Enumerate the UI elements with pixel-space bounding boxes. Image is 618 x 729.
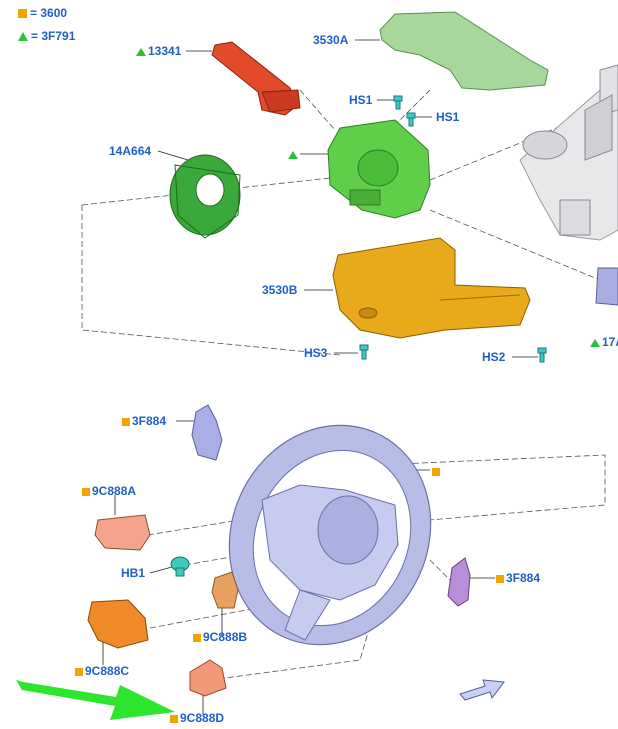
callout-text: HB1: [121, 566, 146, 580]
callout-3530A[interactable]: 3530A: [313, 33, 348, 47]
square-marker-icon: [496, 574, 504, 583]
legend-triangle-label: = 3F791: [31, 29, 76, 43]
callout-text: 14A664: [109, 144, 152, 158]
screw-HS3[interactable]: [359, 344, 369, 360]
leader-lines: [102, 39, 538, 715]
square-marker-icon: [432, 467, 440, 476]
legend-square-label: = 3600: [30, 6, 68, 20]
module-17A[interactable]: [595, 267, 618, 306]
legend-square-row: = 3600: [18, 6, 67, 20]
switch-9C888D[interactable]: [189, 659, 227, 697]
callout-3530B[interactable]: 3530B: [262, 283, 297, 297]
callout-triangle-marker[interactable]: [288, 147, 300, 161]
callout-text: HS2: [482, 350, 506, 364]
callout-text: 17A: [602, 335, 618, 349]
callout-text: 3F884: [506, 571, 541, 585]
callout-wheel-marker[interactable]: [432, 464, 442, 478]
multifunction-switch-13341[interactable]: [211, 41, 301, 116]
callout-text: HS1: [436, 110, 460, 124]
square-marker-icon: [122, 417, 130, 426]
legend-triangle-row: = 3F791: [18, 29, 75, 43]
callout-9C888D[interactable]: 9C888D: [170, 711, 224, 725]
screw-HS1-a[interactable]: [393, 95, 403, 110]
upper-shroud-3530A[interactable]: [379, 11, 549, 91]
switch-housing-3F791[interactable]: [327, 119, 431, 219]
selected-callout-box: 9C888D: [180, 711, 225, 725]
steering-wheel[interactable]: [194, 392, 466, 678]
switch-bezel-9C888C[interactable]: [87, 599, 149, 649]
callout-text: HS3: [304, 346, 328, 360]
callout-HS2[interactable]: HS2: [482, 350, 505, 364]
triangle-marker-icon: [590, 338, 600, 347]
callout-17A[interactable]: 17A: [590, 335, 618, 349]
green-pointer-arrow: [16, 680, 175, 720]
callout-HS3[interactable]: HS3: [304, 346, 327, 360]
callout-text: HS1: [349, 93, 373, 107]
triangle-marker-icon: [136, 47, 146, 56]
switch-bezel-9C888A[interactable]: [94, 514, 151, 551]
callout-3F884-right[interactable]: 3F884: [496, 571, 540, 585]
callout-HB1[interactable]: HB1: [121, 566, 145, 580]
bolt-HB1[interactable]: [170, 556, 190, 577]
clockspring-14A664[interactable]: [169, 154, 241, 239]
callout-3F884-upper[interactable]: 3F884: [122, 414, 166, 428]
callout-text: 13341: [148, 44, 182, 58]
callout-13341[interactable]: 13341: [136, 44, 181, 58]
callout-text: 3530B: [262, 283, 298, 297]
screw-HS1-b[interactable]: [406, 112, 416, 127]
callout-9C888C[interactable]: 9C888C: [75, 664, 129, 678]
callout-14A664[interactable]: 14A664: [109, 144, 151, 158]
square-marker-icon: [170, 714, 178, 723]
callout-text: 9C888A: [92, 484, 137, 498]
view-direction-arrow-icon: [459, 679, 505, 701]
callout-HS1-a[interactable]: HS1: [349, 93, 372, 107]
steering-column-body: [519, 64, 618, 241]
square-marker-icon: [193, 633, 201, 642]
triangle-marker-icon: [288, 150, 298, 159]
callout-text: 9C888B: [203, 630, 248, 644]
triangle-marker-icon: [18, 32, 28, 42]
callout-text: 3F884: [132, 414, 167, 428]
lower-shroud-3530B[interactable]: [332, 237, 531, 339]
square-marker-icon: [82, 487, 90, 496]
switch-3F884-left[interactable]: [191, 404, 223, 461]
callout-text: 9C888C: [85, 664, 130, 678]
square-marker-icon: [18, 9, 27, 19]
switch-9C888B[interactable]: [211, 571, 239, 609]
callout-9C888A[interactable]: 9C888A: [82, 484, 136, 498]
callout-HS1-b[interactable]: HS1: [436, 110, 459, 124]
switch-3F884-right[interactable]: [447, 557, 471, 607]
callout-9C888B[interactable]: 9C888B: [193, 630, 247, 644]
screw-HS2[interactable]: [537, 347, 547, 363]
square-marker-icon: [75, 667, 83, 676]
callout-text: 3530A: [313, 33, 349, 47]
